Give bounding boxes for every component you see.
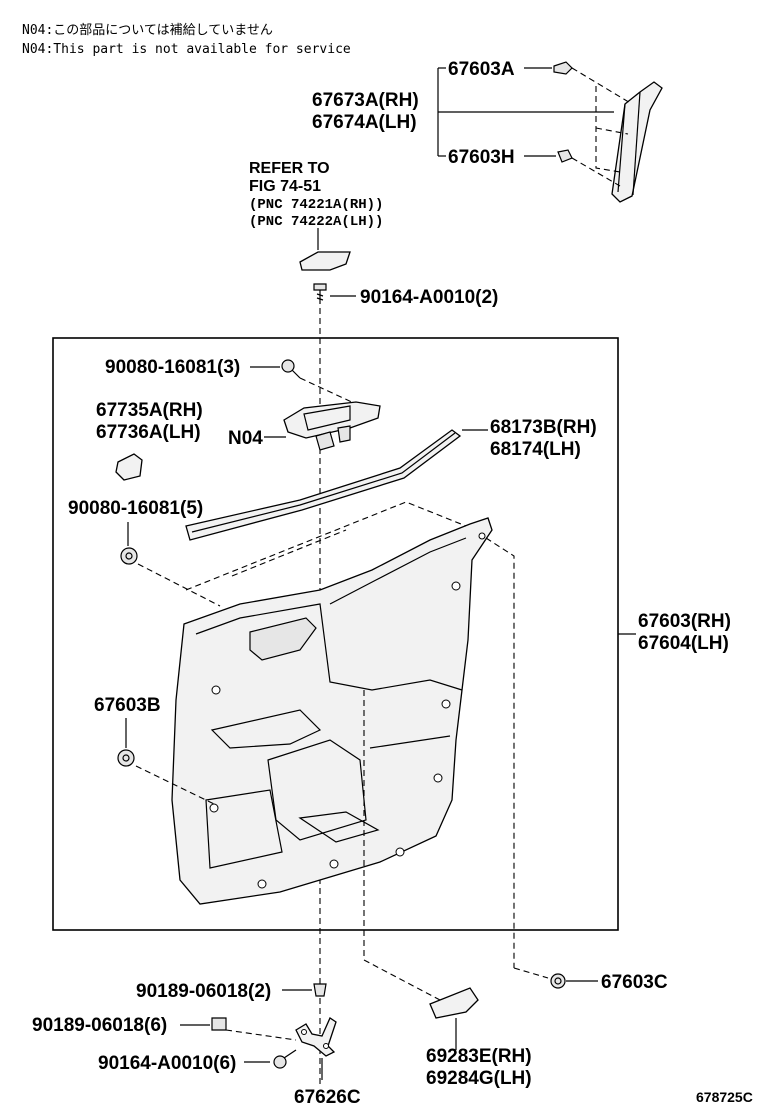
bracket-67626C [295,1017,337,1057]
label-90189-2: 90189-06018(2) [136,981,271,1002]
screw-90164-6 [273,1049,297,1069]
label-90164-top: 90164-A0010(2) [360,287,498,308]
screw-90080-5 [120,547,138,565]
label-67735A: 67735A(RH) [96,400,203,421]
figure-code: 678725C [696,1089,753,1105]
label-N04: N04 [228,428,263,449]
label-67603: 67603(RH) [638,611,731,632]
label-90189-6: 90189-06018(6) [32,1015,167,1036]
clip-67603H [557,149,573,163]
note-japanese: N04:この部品については補給していません [22,23,273,38]
label-68174: 68174(LH) [490,439,581,460]
label-90080-5: 90080-16081(5) [68,498,203,519]
label-67626C: 67626C [294,1087,361,1108]
weatherstrip-68173B [185,429,462,541]
clip-67603C [550,973,566,989]
label-67673A: 67673A(RH) [312,90,419,111]
note-english: N04:This part is not available for servi… [22,42,351,57]
label-69283E: 69283E(RH) [426,1046,532,1067]
label-67736A: 67736A(LH) [96,422,201,443]
refer-line4: (PNC 74222A(LH)) [249,214,383,230]
clip-90189-2 [313,983,327,997]
bracket-N04 [283,401,381,451]
label-67603C: 67603C [601,972,668,993]
label-68173B: 68173B(RH) [490,417,597,438]
label-67674A: 67674A(LH) [312,112,417,133]
label-67603H: 67603H [448,147,515,168]
trim-strip-67673A [553,61,663,203]
door-handle-recess [249,617,317,661]
clip-67603A [553,61,573,75]
label-69284G: 69284G(LH) [426,1068,532,1089]
label-67604: 67604(LH) [638,633,729,654]
label-67603B: 67603B [94,695,161,716]
clip-67603B [117,749,135,767]
cap-67735A [115,453,143,481]
screw-90080-3 [281,359,301,379]
label-90164-6: 90164-A0010(6) [98,1053,236,1074]
refer-line3: (PNC 74221A(RH)) [249,197,383,213]
label-67603A: 67603A [448,59,515,80]
armrest-pad-ref [299,251,351,271]
screw-90164-top [313,283,327,304]
clip-90189-6 [211,1017,227,1031]
pocket-69283E [429,987,479,1019]
label-90080-3: 90080-16081(3) [105,357,240,378]
refer-line1: REFER TO [249,160,330,177]
door-trim-panel [171,517,493,905]
refer-line2: FIG 74-51 [249,178,321,195]
